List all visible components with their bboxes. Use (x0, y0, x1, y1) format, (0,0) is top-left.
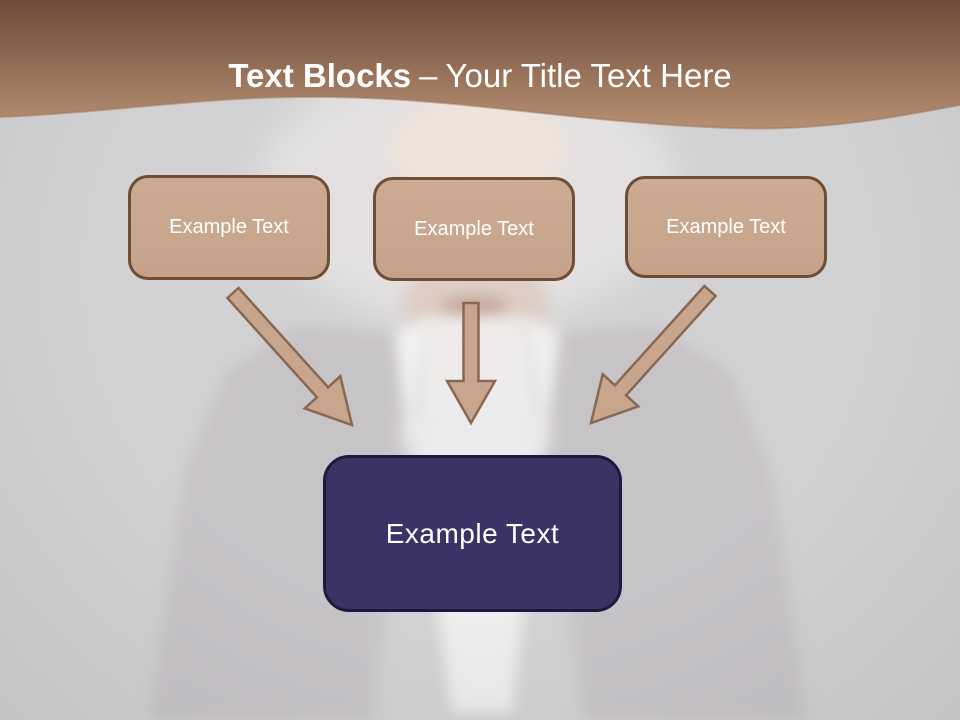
header-band-shape (0, 0, 960, 129)
header-wave (0, 0, 960, 130)
slide-title[interactable]: Text Blocks–Your Title Text Here (0, 55, 960, 97)
title-rest: Your Title Text Here (445, 57, 732, 94)
arrow-down-icon[interactable] (444, 301, 498, 426)
text-block-2-label: Example Text (414, 217, 534, 240)
result-block[interactable]: Example Text (323, 455, 622, 612)
header-wave-edge (0, 95, 960, 130)
text-block-3[interactable]: Example Text (625, 176, 827, 278)
text-block-1-label: Example Text (169, 216, 289, 238)
photo-bow-tie (400, 412, 552, 456)
title-separator: – (419, 57, 438, 94)
text-block-1[interactable]: Example Text (128, 175, 330, 280)
text-block-2[interactable]: Example Text (373, 177, 575, 281)
arrow-diagonal-down-right-icon[interactable] (225, 286, 354, 427)
text-block-3-label: Example Text (666, 215, 786, 238)
result-block-label: Example Text (385, 517, 560, 549)
title-emphasis: Text Blocks (228, 57, 412, 94)
arrow-diagonal-down-left-icon[interactable] (589, 284, 718, 425)
